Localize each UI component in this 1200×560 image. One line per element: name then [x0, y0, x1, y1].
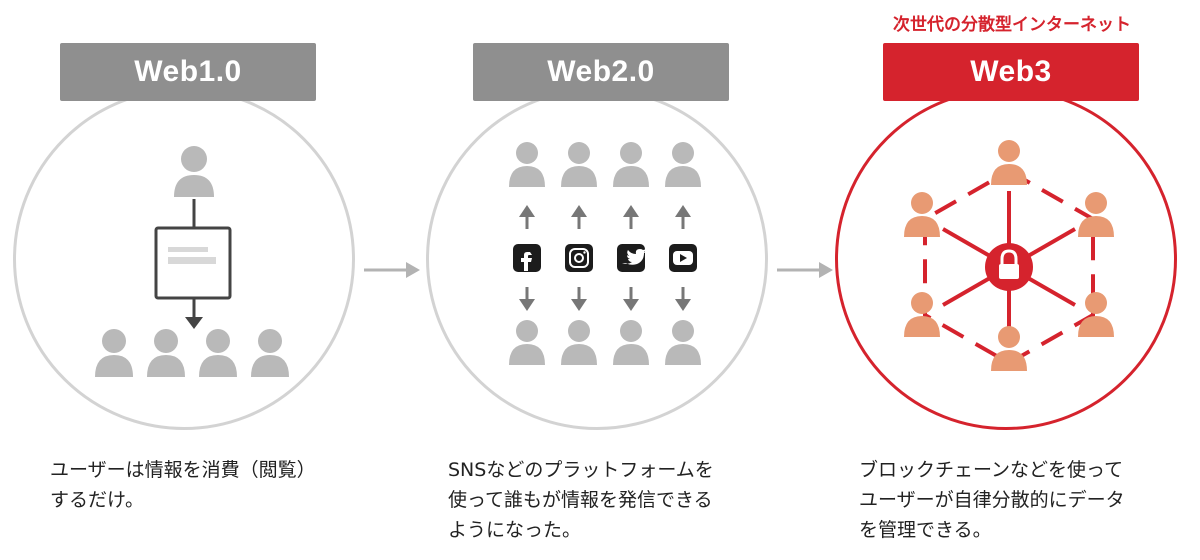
- twitter-icon: [617, 244, 646, 272]
- arrow-right-icon: [777, 262, 833, 278]
- arrow-right-icon: [364, 262, 420, 278]
- web2-description: SNSなどのプラットフォームを 使って誰もが情報を発信できる ようになった。: [448, 459, 714, 541]
- peer-user-icon: [904, 140, 1114, 371]
- content-document-icon: [154, 226, 232, 300]
- web3-description: ブロックチェーンなどを使って ユーザーが自律分散的にデータ を管理できる。: [859, 459, 1125, 541]
- web1-header: Web1.0: [60, 43, 316, 101]
- user-icon: [509, 142, 701, 187]
- panel-web1: Web1.0 ユーザーは情報を消費: [0, 0, 390, 560]
- arrow-up-icon: [519, 205, 691, 229]
- web3-circle: [835, 88, 1177, 430]
- web3-subtitle: 次世代の分散型インターネット: [893, 15, 1131, 35]
- youtube-icon: [669, 244, 697, 272]
- arrow-down-icon: [519, 287, 691, 311]
- web2-header: Web2.0: [473, 43, 729, 101]
- publisher-user-icon: [174, 146, 214, 197]
- web2-circle: [426, 88, 768, 430]
- instagram-icon: [565, 244, 593, 272]
- user-icon: [509, 320, 701, 365]
- web1-circle: [13, 88, 355, 430]
- arrow-down-icon: [185, 317, 203, 329]
- web3-header: Web3: [883, 43, 1139, 101]
- web1-description: ユーザーは情報を消費（閲覧） するだけ。: [50, 459, 316, 511]
- panel-web3: 次世代の分散型インターネット Web3: [817, 0, 1200, 560]
- consumer-user-icon: [95, 329, 289, 377]
- lock-icon: [985, 243, 1033, 291]
- panel-web2: Web2.0: [413, 0, 803, 560]
- facebook-icon: [513, 244, 541, 272]
